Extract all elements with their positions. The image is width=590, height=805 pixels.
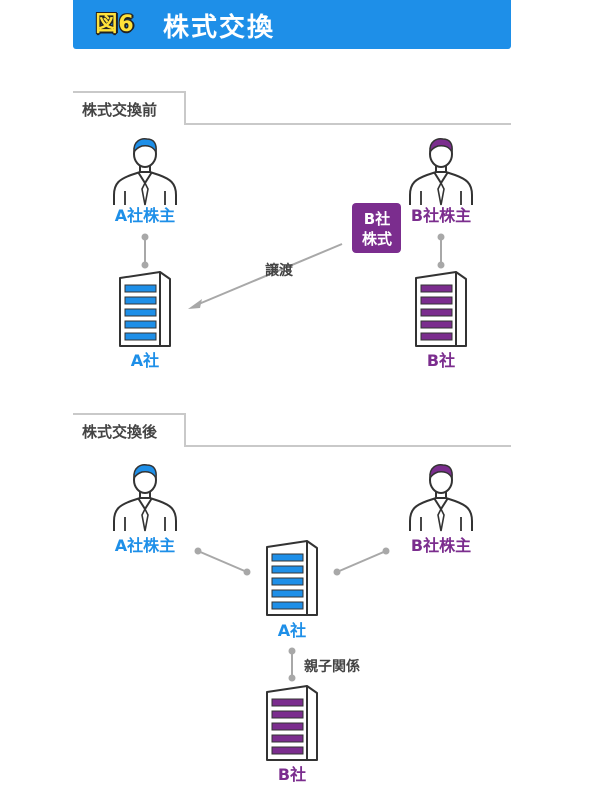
figure-title: 株式交換 [163, 13, 276, 43]
label-b-company-after: B社 [278, 765, 306, 784]
b-shares-badge: B社 株式 [352, 203, 401, 253]
section-label-after: 株式交換後 [82, 423, 158, 441]
person-icon [113, 464, 177, 532]
figure-number-badge: 図6 [92, 11, 138, 38]
section-header-before: 株式交換前 [73, 91, 511, 125]
b-shares-line1: B社 [364, 210, 390, 228]
figure-banner: 図6 株式交換 [73, 0, 511, 49]
building-icon [266, 540, 318, 616]
section-label-before: 株式交換前 [82, 101, 158, 119]
building-icon [266, 685, 318, 761]
label-a-shareholders: A社株主 [115, 206, 175, 225]
label-a-company-before: A社 [131, 351, 159, 370]
label-b-shareholders: B社株主 [411, 206, 471, 225]
person-icon [409, 138, 473, 206]
connector [194, 547, 390, 682]
person-icon [409, 464, 473, 532]
building-icon [119, 271, 171, 347]
label-a-company-after: A社 [278, 621, 306, 640]
building-icon [415, 271, 467, 347]
label-transfer: 譲渡 [265, 262, 294, 279]
section-header-after: 株式交換後 [73, 413, 511, 447]
connector [141, 233, 445, 269]
label-parent-child: 親子関係 [304, 658, 360, 675]
person-icon [113, 138, 177, 206]
label-b-shareholders-after: B社株主 [411, 536, 471, 555]
figure-number: 図6 [95, 12, 135, 37]
label-a-shareholders-after: A社株主 [115, 536, 175, 555]
transfer-arrow [188, 243, 343, 309]
label-b-company-before: B社 [427, 351, 455, 370]
b-shares-line2: 株式 [362, 230, 392, 248]
